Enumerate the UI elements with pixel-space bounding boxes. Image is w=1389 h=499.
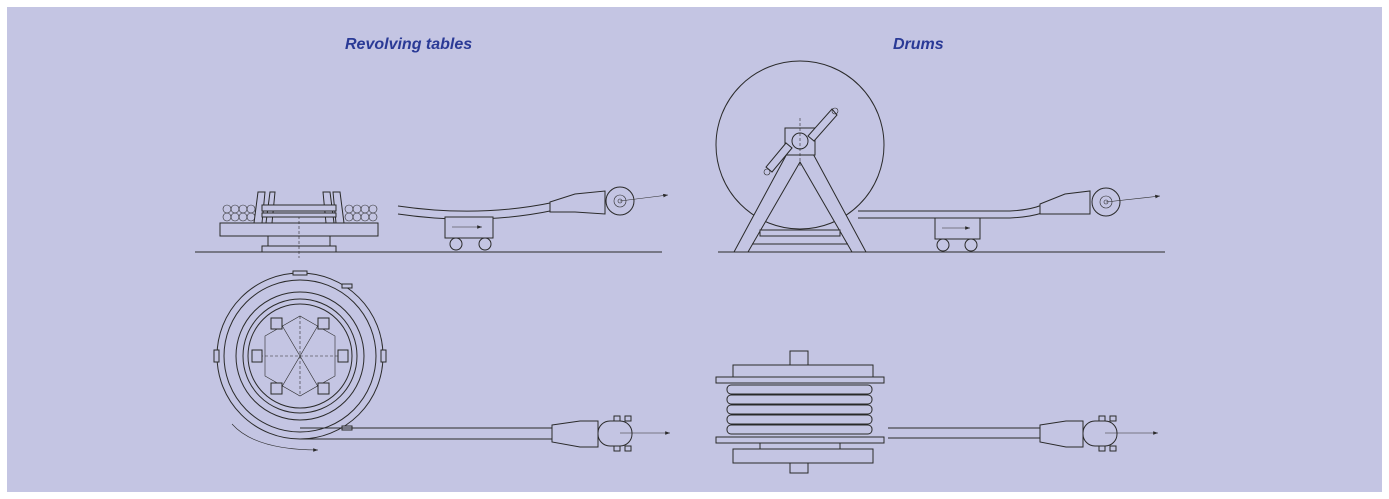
cable-coil-left (222, 204, 256, 222)
revolving-table-top-view (213, 270, 670, 452)
carriage (444, 216, 494, 239)
diagram-panel (7, 7, 1382, 492)
pulling-eye (549, 190, 606, 215)
drum-top-view (715, 350, 1158, 474)
drum-flange (715, 60, 885, 230)
revolving-table-side-view (195, 186, 669, 258)
revolving-tables-title: Revolving tables (345, 36, 473, 53)
drum-side-view (715, 60, 1165, 253)
cable-coil-right (344, 204, 378, 222)
drums-title: Drums (893, 36, 944, 53)
